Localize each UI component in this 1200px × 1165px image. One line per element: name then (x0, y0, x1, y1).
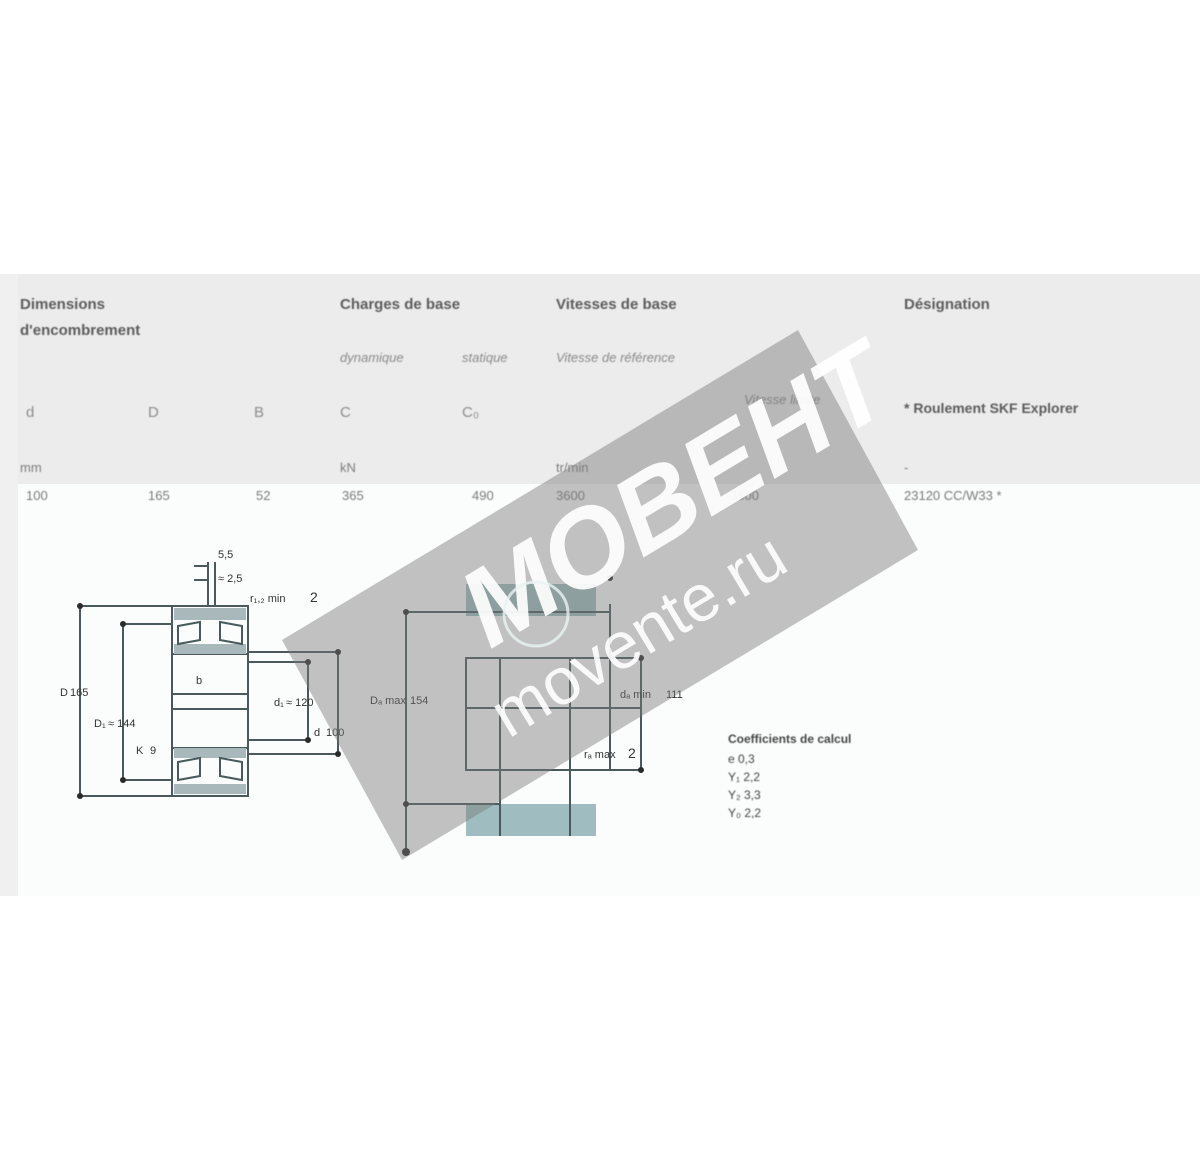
header-designation: Désignation (904, 296, 990, 313)
value-D: 165 (148, 488, 170, 503)
svg-text:154: 154 (410, 695, 428, 707)
svg-text:≈ 120: ≈ 120 (286, 697, 313, 709)
svg-text:D: D (60, 687, 68, 699)
svg-text:rₐ max: rₐ max (584, 749, 616, 761)
value-limiting-speed: 3800 (730, 488, 759, 503)
symbol-C: C (340, 404, 351, 421)
header-dynamic: dynamique (340, 350, 404, 365)
svg-text:2: 2 (628, 745, 636, 761)
mounting-abutment-drawing: Dₐ max 154 dₐ min 111 rₐ max 2 (370, 575, 683, 856)
svg-text:111: 111 (666, 689, 683, 701)
unit-rpm: tr/min (556, 460, 589, 475)
calc-factor-y1: Y₁ 2,2 (728, 770, 761, 784)
bearing-cross-section-drawing: 5,5 ≈ 2,5 r₁,₂ min 2 D 165 D₁ ≈ 144 d₁ ≈… (60, 549, 344, 799)
unit-mm: mm (20, 460, 42, 475)
unit-kN: kN (340, 460, 356, 475)
svg-text:K: K (136, 745, 144, 757)
designation-note: * Roulement SKF Explorer (904, 400, 1079, 416)
svg-text:Dₐ max: Dₐ max (370, 695, 406, 707)
svg-text:≈ 144: ≈ 144 (108, 718, 135, 730)
header-reference-speed: Vitesse de référence (556, 350, 675, 365)
symbol-d: d (26, 404, 35, 421)
calc-factor-e: e 0,3 (728, 752, 755, 766)
value-C: 365 (342, 488, 364, 503)
symbol-C0: C₀ (462, 404, 480, 421)
value-designation: 23120 CC/W33 * (904, 488, 1002, 503)
value-B: 52 (256, 488, 271, 503)
svg-text:d: d (314, 727, 320, 739)
svg-text:≈ 2,5: ≈ 2,5 (218, 573, 242, 585)
header-speed-ratings: Vitesses de base (556, 296, 677, 313)
value-C0: 490 (472, 488, 494, 503)
svg-text:5,5: 5,5 (218, 549, 233, 561)
header-dimensions-sub: d'encombrement (20, 322, 141, 339)
header-load-ratings: Charges de base (340, 296, 461, 313)
calc-factor-y2: Y₂ 3,3 (728, 788, 761, 802)
symbol-D: D (148, 404, 159, 421)
header-static: statique (462, 350, 508, 365)
header-dimensions: Dimensions (20, 296, 106, 313)
value-d: 100 (26, 488, 48, 503)
svg-text:dₐ min: dₐ min (620, 689, 651, 701)
calc-factors-title: Coefficients de calcul (728, 732, 852, 746)
header-limiting-speed: Vitesse limite (744, 392, 821, 407)
svg-text:165: 165 (70, 687, 88, 699)
table-header-band (0, 274, 1200, 484)
svg-text:9: 9 (150, 745, 156, 757)
svg-text:r₁,₂ min: r₁,₂ min (250, 593, 285, 605)
bearing-datasheet: Dimensions d'encombrement Charges de bas… (0, 274, 1200, 896)
svg-text:b: b (196, 675, 202, 687)
symbol-B: B (254, 404, 265, 421)
svg-text:D₁: D₁ (94, 718, 106, 730)
value-reference-speed: 3600 (556, 488, 585, 503)
unit-dash: - (904, 460, 909, 475)
sheet-left-edge (0, 274, 18, 896)
calc-factor-y0: Y₀ 2,2 (728, 806, 761, 820)
svg-text:100: 100 (326, 727, 344, 739)
svg-text:d₁: d₁ (274, 697, 284, 709)
svg-text:2: 2 (310, 589, 318, 605)
